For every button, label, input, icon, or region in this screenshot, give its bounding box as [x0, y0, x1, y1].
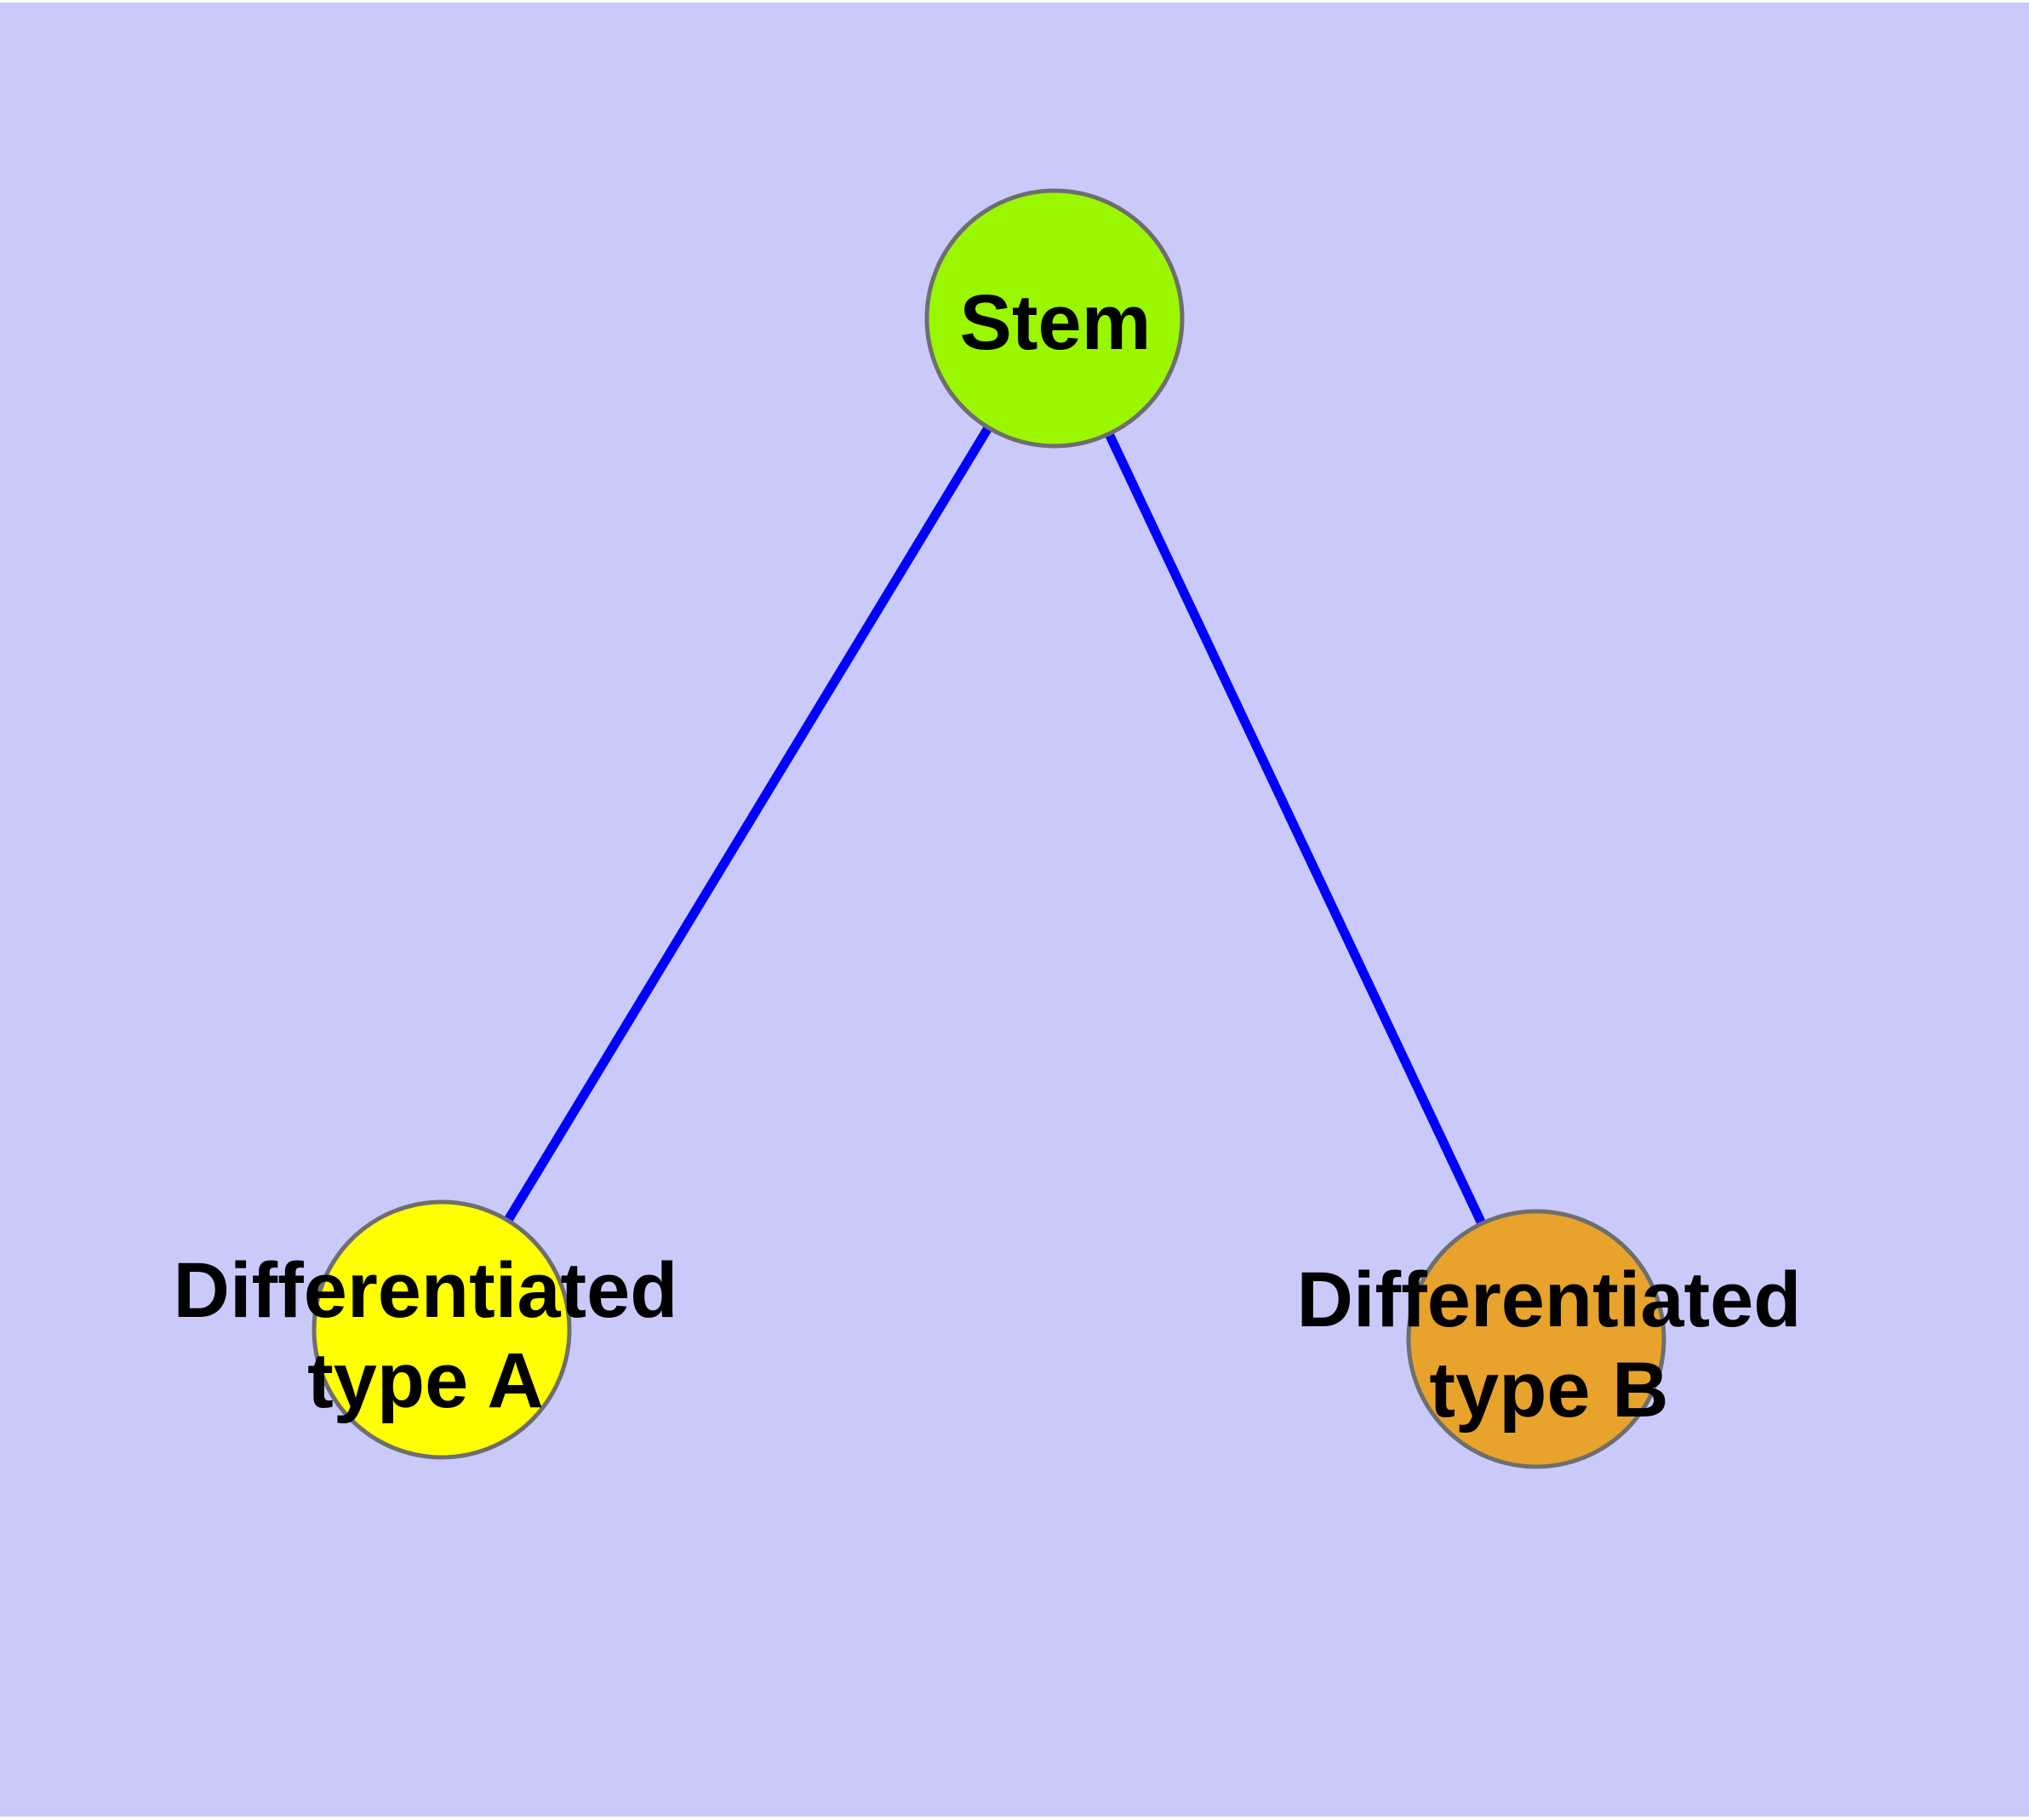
stem-node-label: Stem: [960, 279, 1152, 366]
type-b-node-label-line-2: type B: [1429, 1347, 1668, 1434]
type-a-node-label-line-2: type A: [307, 1337, 544, 1424]
type-a-node-label-line-1: Differentiated: [174, 1247, 678, 1334]
node-differentiated-type-b: Differentiated type B: [1297, 1209, 1802, 1469]
edge-stem-to-type-b: [1050, 316, 1540, 1342]
type-b-node-label-line-1: Differentiated: [1297, 1256, 1802, 1343]
stem-node-circle: [924, 188, 1185, 449]
node-stem: Stem: [924, 188, 1185, 449]
edge-stem-to-type-a: [437, 316, 1059, 1332]
node-differentiated-type-a: Differentiated type A: [174, 1199, 678, 1460]
type-a-node-circle: [311, 1199, 572, 1460]
type-b-node-circle: [1406, 1209, 1666, 1469]
edges: [437, 316, 1540, 1342]
